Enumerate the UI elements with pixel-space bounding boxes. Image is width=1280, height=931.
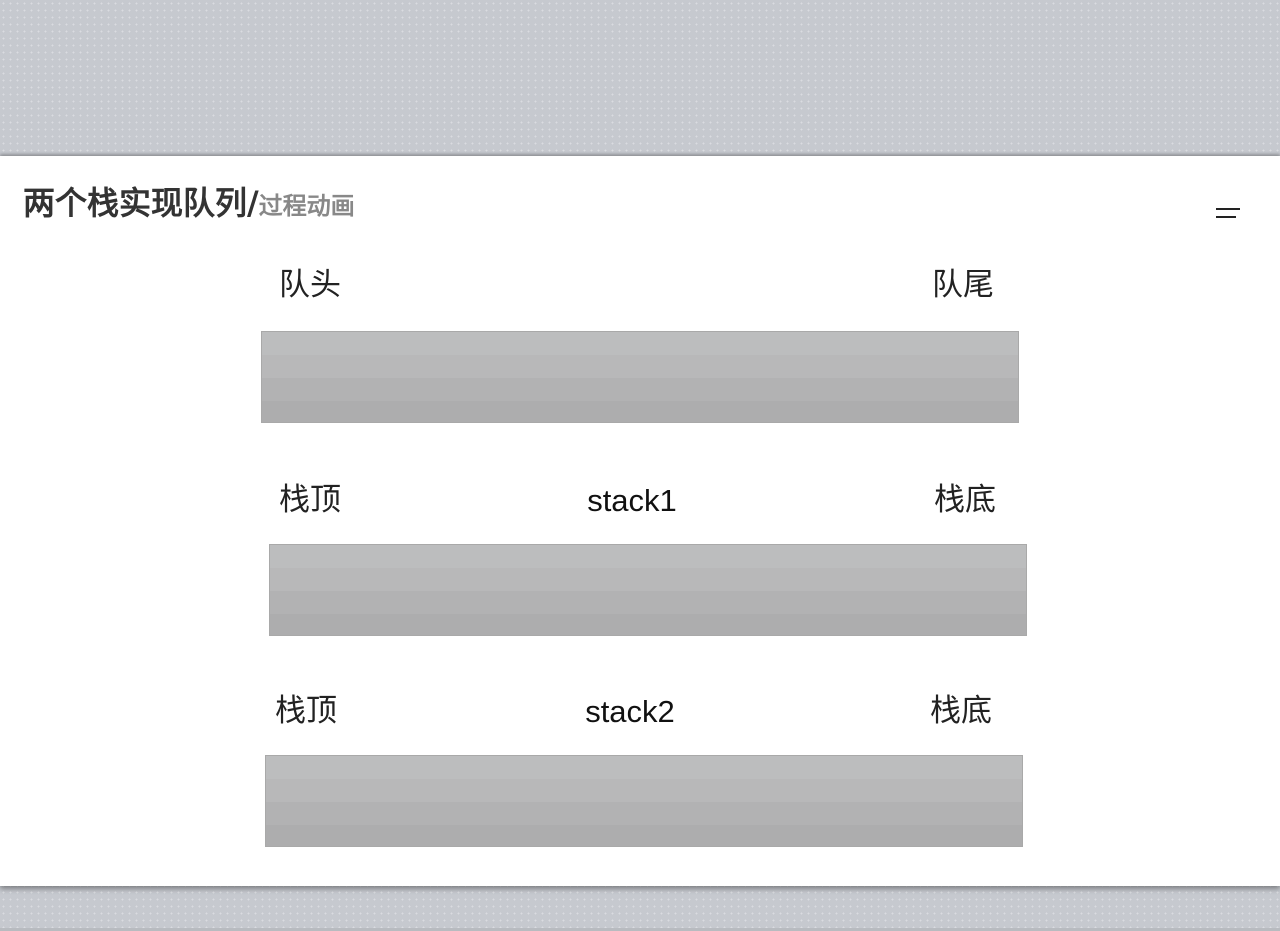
queue-tail-label: 队尾 bbox=[932, 267, 994, 303]
queue-bar bbox=[261, 331, 1019, 423]
menu-line-bottom bbox=[1216, 216, 1236, 218]
stack2-name: stack2 bbox=[585, 694, 675, 729]
queue-head-label: 队头 bbox=[279, 267, 341, 303]
stack1-bottom-label: 栈底 bbox=[934, 482, 996, 518]
stack2-top-label: 栈顶 bbox=[275, 693, 337, 729]
title-sub: 过程动画 bbox=[258, 192, 355, 220]
stack1-name: stack1 bbox=[587, 483, 677, 518]
menu-line-top bbox=[1216, 208, 1240, 210]
page-title: 两个栈实现队列/过程动画 bbox=[23, 178, 355, 224]
title-main: 两个栈实现队列/ bbox=[23, 184, 259, 222]
stack2-bottom-label: 栈底 bbox=[930, 693, 992, 729]
stack1-top-label: 栈顶 bbox=[279, 482, 341, 518]
bottom-edge bbox=[0, 928, 1280, 931]
stack2-bar bbox=[265, 755, 1023, 847]
stack1-bar bbox=[269, 544, 1027, 636]
slide-card: 两个栈实现队列/过程动画 队头 队尾 栈顶 stack1 栈底 栈顶 stack… bbox=[0, 156, 1280, 886]
menu-icon[interactable] bbox=[1216, 208, 1240, 220]
